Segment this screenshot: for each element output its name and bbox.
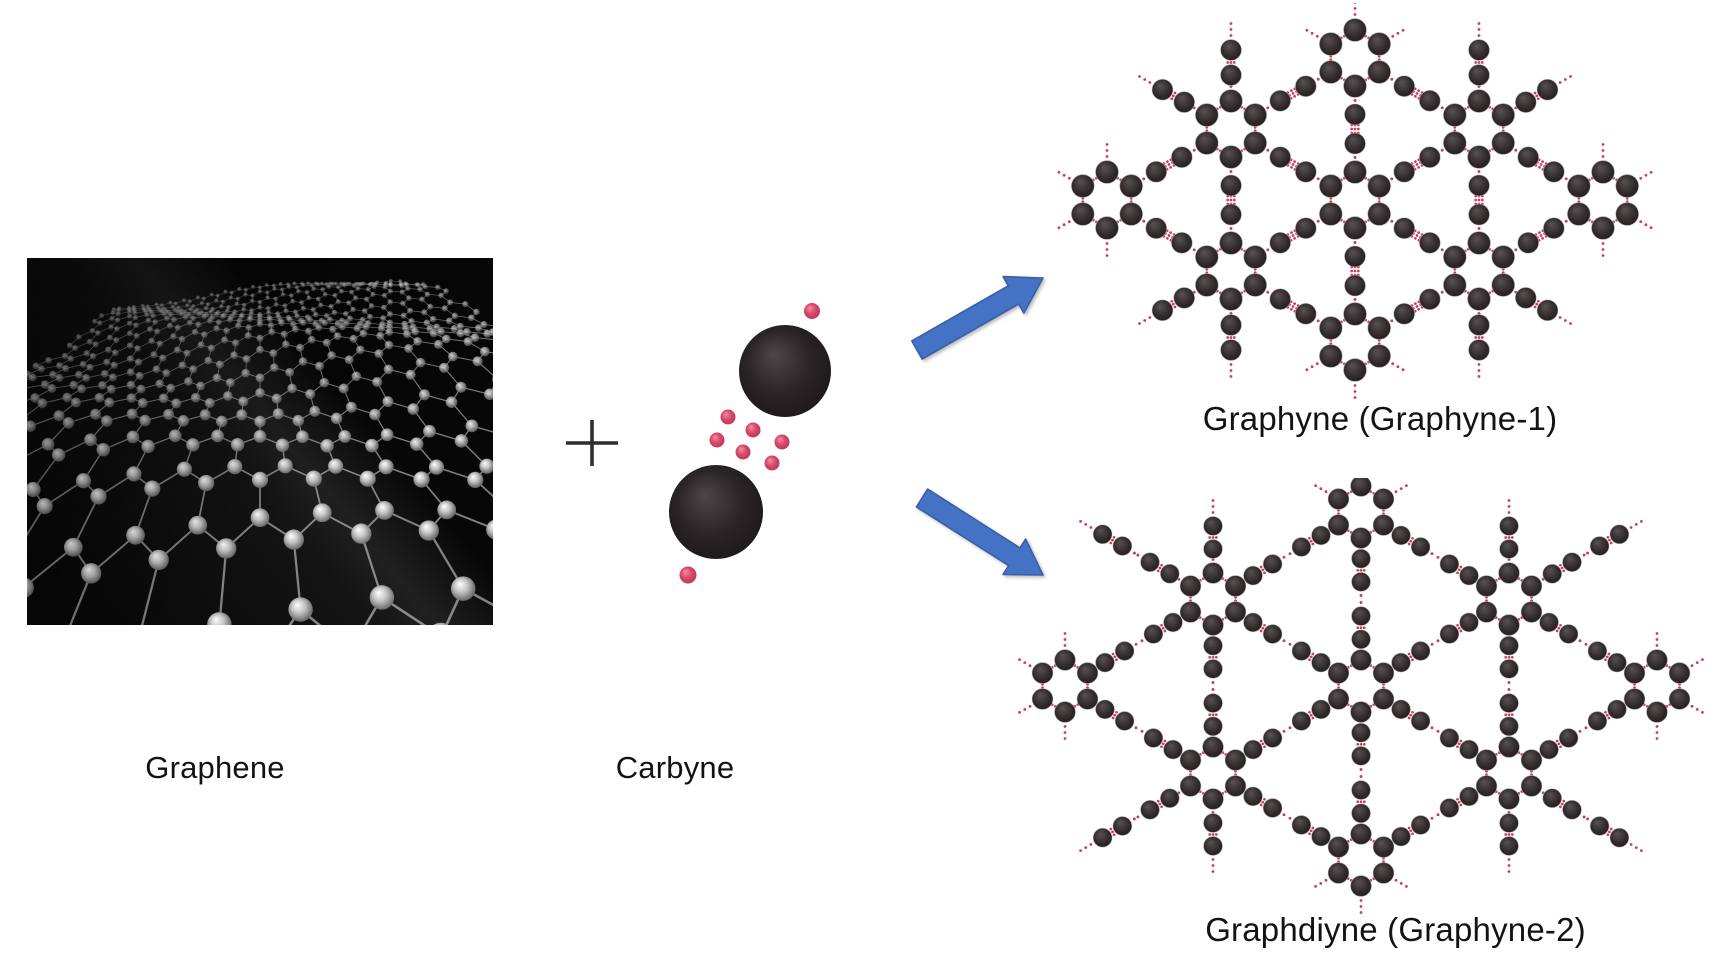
graphene-photo <box>27 258 493 625</box>
electron-dot <box>804 303 820 319</box>
arrow-to-graphyne <box>910 275 1044 360</box>
carbyne-illustration <box>669 303 831 584</box>
carbon-sphere <box>739 325 831 417</box>
carbyne-label: Carbyne <box>615 750 735 785</box>
electron-dot <box>745 422 761 438</box>
plus-glyph <box>566 420 618 466</box>
graphyne1-label: Graphyne (Graphyne-1) <box>1202 400 1558 437</box>
graphdiyne-structure <box>1018 478 1704 914</box>
graphene-label: Graphene <box>145 750 285 785</box>
plus-icon <box>566 420 618 466</box>
electron-dot <box>709 432 725 448</box>
graphyne-structure <box>1057 3 1653 399</box>
graphyne2-label: Graphdiyne (Graphyne-2) <box>1205 911 1586 948</box>
atoms-layer <box>1031 478 1691 897</box>
electron-dot <box>720 409 736 425</box>
atoms-layer <box>1070 18 1640 382</box>
reaction-arrows <box>910 275 1044 576</box>
electron-dot <box>774 434 790 450</box>
electron-dot <box>679 566 697 584</box>
arrow-to-graphdiyne <box>915 488 1044 576</box>
bond-dots-layer <box>1057 3 1653 399</box>
electron-dot <box>764 455 780 471</box>
electron-dot <box>735 444 751 460</box>
carbon-sphere <box>669 465 763 559</box>
